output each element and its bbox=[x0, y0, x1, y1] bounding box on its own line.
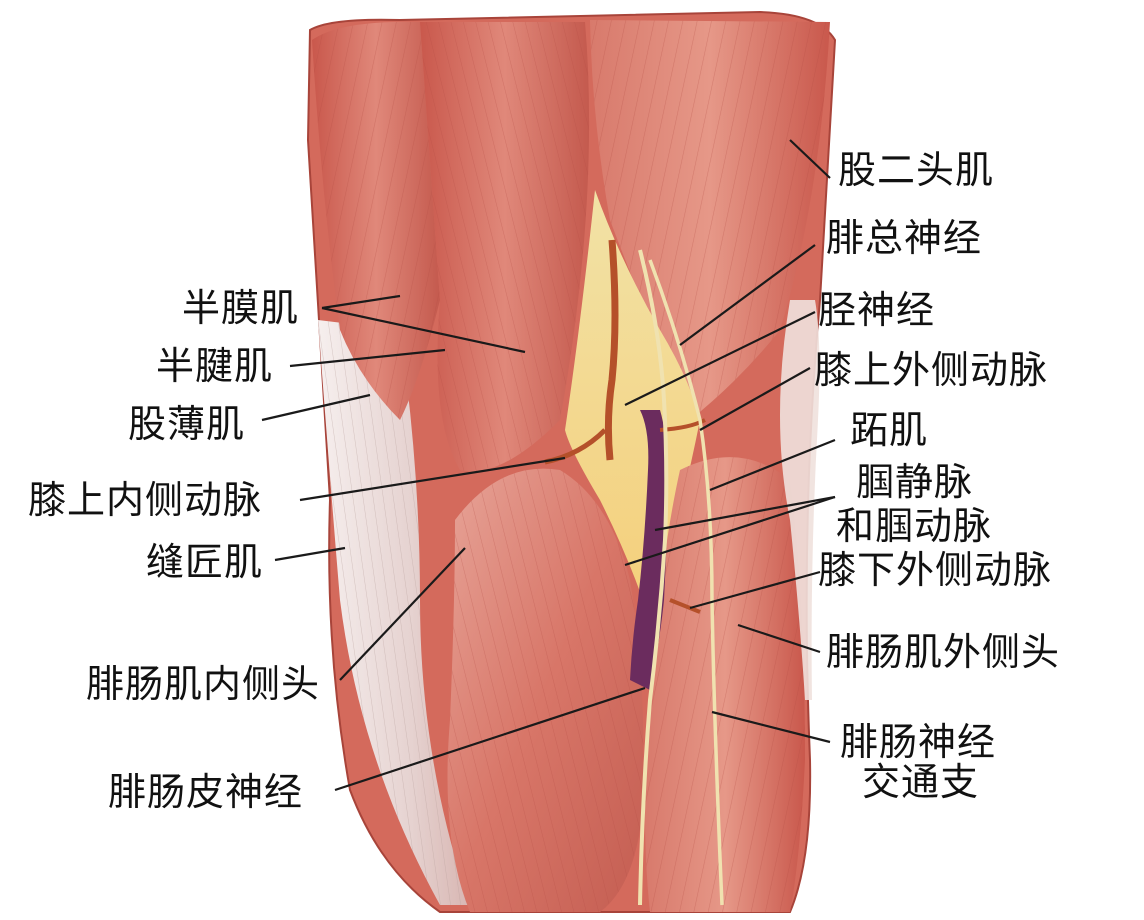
tibial-nerve bbox=[638, 249, 669, 906]
label-superior-lateral-genicular-artery: 膝上外侧动脉 bbox=[814, 348, 1049, 392]
popliteal-artery bbox=[604, 239, 619, 461]
label-medial-sural-cutaneous-nerve: 腓肠皮神经 bbox=[108, 770, 304, 814]
inferior-lateral-genicular-artery bbox=[669, 598, 701, 614]
label-popliteal-vein-line2: 和腘动脉 bbox=[836, 504, 993, 548]
label-common-peroneal-nerve: 腓总神经 bbox=[826, 216, 983, 260]
label-semimembranosus: 半膜肌 bbox=[182, 286, 300, 330]
label-medial-gastrocnemius: 腓肠肌内侧头 bbox=[86, 662, 321, 706]
label-inferior-lateral-genicular-artery: 膝下外侧动脉 bbox=[818, 548, 1053, 592]
leader-lines-right bbox=[624, 139, 836, 744]
label-biceps-femoris: 股二头肌 bbox=[838, 148, 995, 192]
label-plantaris: 跖肌 bbox=[850, 408, 929, 452]
label-sartorius: 缝匠肌 bbox=[146, 540, 264, 584]
label-superior-medial-genicular-artery: 膝上内侧动脉 bbox=[28, 478, 263, 522]
label-sural-communicating-branch-line2: 交通支 bbox=[862, 760, 980, 804]
leader-lines-left bbox=[261, 294, 646, 792]
label-popliteal-vein-line1: 腘静脉 bbox=[856, 460, 974, 504]
label-gracilis: 股薄肌 bbox=[128, 402, 246, 446]
label-tibial-nerve: 胫神经 bbox=[818, 288, 936, 332]
label-sural-communicating-branch-line1: 腓肠神经 bbox=[840, 720, 997, 764]
label-semitendinosus: 半腱肌 bbox=[156, 344, 274, 388]
lateral-tendon bbox=[780, 300, 820, 700]
label-lateral-gastrocnemius: 腓肠肌外侧头 bbox=[826, 630, 1061, 674]
